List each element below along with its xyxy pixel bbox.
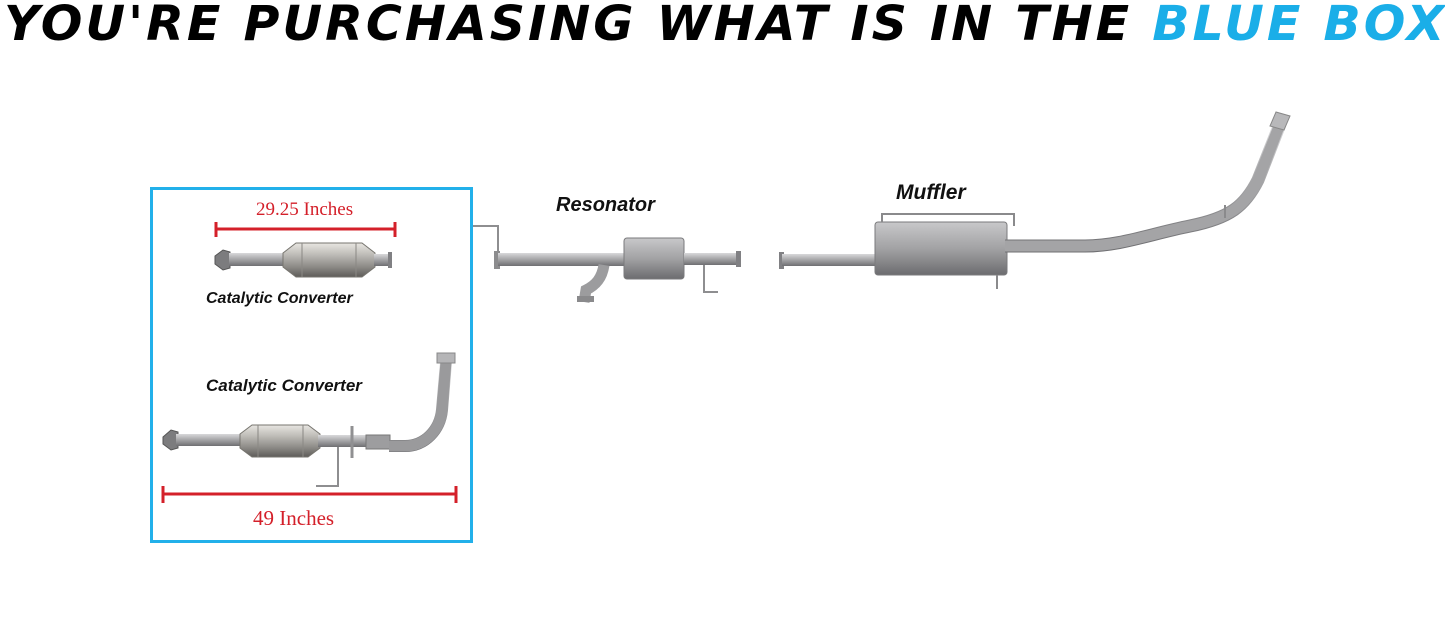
blue-box-frame bbox=[150, 187, 473, 543]
top-part-label: Catalytic Converter bbox=[206, 290, 353, 307]
top-catalytic-converter bbox=[214, 242, 392, 278]
muffler-assembly bbox=[779, 111, 1291, 289]
muffler-label: Muffler bbox=[896, 181, 966, 204]
top-dimension-label: 29.25 Inches bbox=[256, 199, 354, 220]
bottom-part-label: Catalytic Converter bbox=[206, 376, 362, 395]
headline-highlight: BLUE BOX bbox=[1152, 0, 1445, 52]
bottom-catalytic-converter bbox=[162, 352, 456, 487]
bottom-dimension-label: 49 Inches bbox=[253, 506, 335, 530]
bottom-dimension-line bbox=[161, 486, 458, 503]
resonator-label: Resonator bbox=[556, 194, 655, 216]
top-dimension-line bbox=[214, 222, 397, 237]
headline: YOU'RE PURCHASING WHAT IS IN THE BLUE BO… bbox=[4, 0, 1445, 55]
headline-main: YOU'RE PURCHASING WHAT IS IN THE bbox=[4, 0, 1133, 52]
resonator-assembly bbox=[470, 225, 741, 303]
